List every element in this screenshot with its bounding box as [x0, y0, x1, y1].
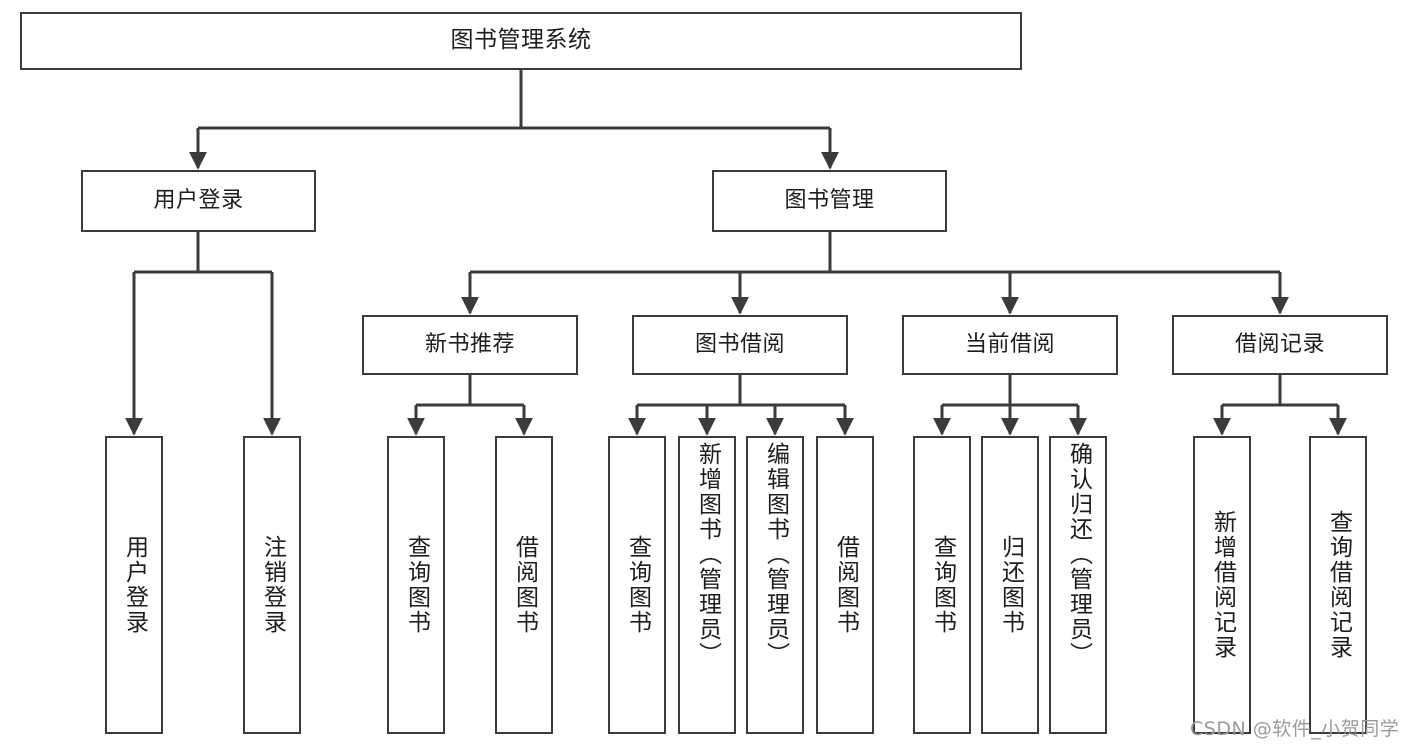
leaf-new-book-query-book[interactable]: 查询图书 — [387, 436, 445, 734]
node-current-borrow[interactable]: 当前借阅 — [902, 315, 1118, 375]
node-label: 查询图书 — [929, 535, 956, 635]
leaf-user-login-logout[interactable]: 注销登录 — [243, 436, 301, 734]
node-label: 借阅图书 — [832, 535, 859, 635]
node-label: 用户登录 — [121, 535, 148, 635]
node-label: 新增图书（管理员） — [694, 442, 721, 667]
leaf-current-borrow-query-book[interactable]: 查询图书 — [913, 436, 971, 734]
leaf-borrow-record-add-record[interactable]: 新增借阅记录 — [1193, 436, 1251, 734]
node-label: 借阅记录 — [1234, 332, 1325, 358]
node-new-book-recommend[interactable]: 新书推荐 — [362, 315, 578, 375]
node-label: 新增借阅记录 — [1209, 510, 1236, 660]
node-label: 查询借阅记录 — [1325, 510, 1352, 660]
leaf-borrow-record-query-record[interactable]: 查询借阅记录 — [1309, 436, 1367, 734]
leaf-user-login-login[interactable]: 用户登录 — [105, 436, 163, 734]
leaf-current-borrow-confirm-return-admin[interactable]: 确认归还（管理员） — [1049, 436, 1107, 734]
node-label: 图书管理 — [784, 188, 875, 214]
node-root-book-management-system[interactable]: 图书管理系统 — [20, 12, 1022, 70]
node-label: 查询图书 — [403, 535, 430, 635]
leaf-book-borrow-query-book[interactable]: 查询图书 — [608, 436, 666, 734]
csdn-watermark: CSDN @软件_小贺同学 — [1190, 718, 1400, 740]
node-label: 归还图书 — [997, 535, 1024, 635]
node-label: 用户登录 — [153, 188, 244, 214]
node-label: 注销登录 — [259, 535, 286, 635]
node-label: 图书管理系统 — [450, 27, 592, 54]
node-label: 确认归还（管理员） — [1065, 442, 1092, 667]
leaf-book-borrow-add-book-admin[interactable]: 新增图书（管理员） — [678, 436, 736, 734]
node-label: 图书借阅 — [694, 332, 785, 358]
leaf-current-borrow-return-book[interactable]: 归还图书 — [981, 436, 1039, 734]
node-label: 编辑图书（管理员） — [762, 442, 789, 667]
node-borrow-record[interactable]: 借阅记录 — [1172, 315, 1388, 375]
leaf-new-book-borrow-book[interactable]: 借阅图书 — [495, 436, 553, 734]
node-user-login[interactable]: 用户登录 — [81, 170, 316, 232]
node-book-management[interactable]: 图书管理 — [712, 170, 947, 232]
leaf-book-borrow-borrow-book[interactable]: 借阅图书 — [816, 436, 874, 734]
leaf-book-borrow-edit-book-admin[interactable]: 编辑图书（管理员） — [746, 436, 804, 734]
node-label: 新书推荐 — [424, 332, 515, 358]
node-label: 查询图书 — [624, 535, 651, 635]
node-label: 借阅图书 — [511, 535, 538, 635]
node-book-borrow[interactable]: 图书借阅 — [632, 315, 848, 375]
node-label: 当前借阅 — [964, 332, 1055, 358]
